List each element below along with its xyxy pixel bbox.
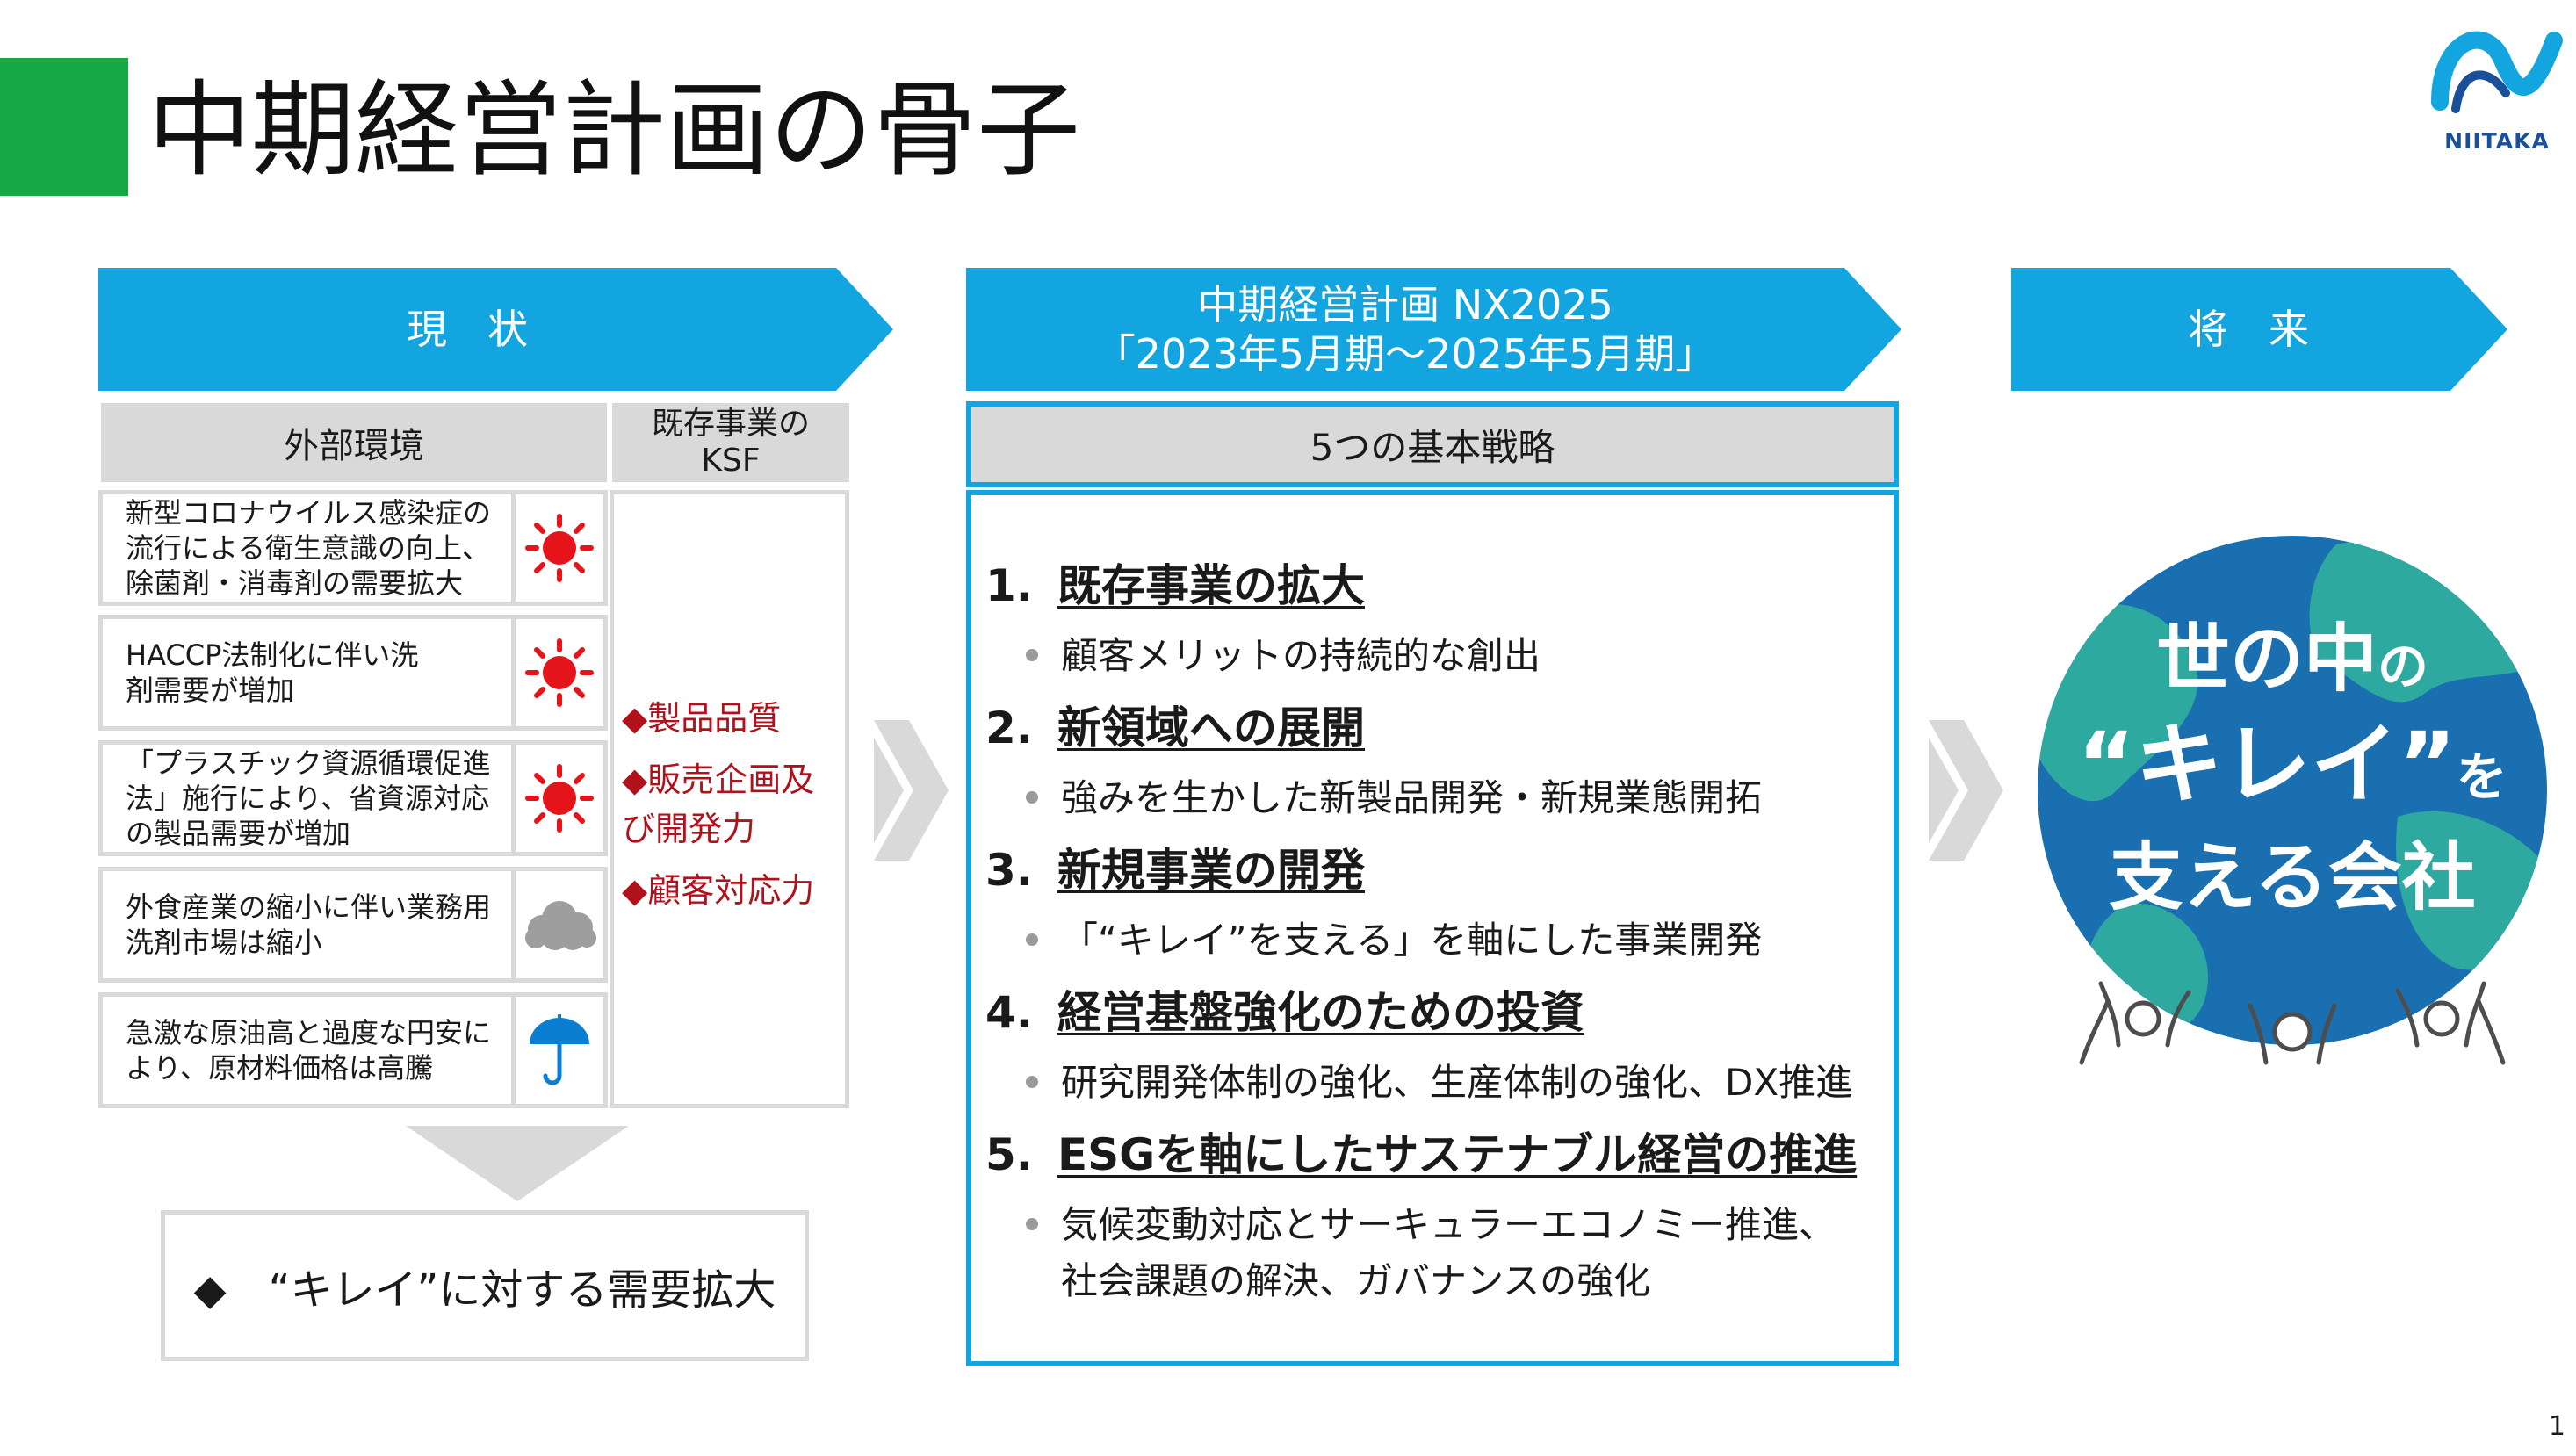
conclusion-text: ◆ “キレイ”に対する需要拡大: [193, 1265, 776, 1315]
strategy-4-title: 4. 経営基盤強化のための投資: [985, 985, 1584, 1040]
strategy-3-sub: 「“キレイ”を支える」を軸にした事業開発: [1026, 917, 1762, 964]
strategy-sub-text: 顧客メリットの持続的な創出: [1061, 634, 1541, 677]
external-row-4: 外食産業の縮小に伴い業務用洗剤市場は縮小: [98, 867, 516, 983]
strategy-title-text: 新領域への展開: [1057, 703, 1365, 753]
globe-line1: 世の中: [2155, 616, 2378, 702]
strategies-header-label: 5つの基本戦略: [1310, 425, 1555, 469]
ksf-item-2: ◆販売企画及び開発力: [622, 760, 815, 848]
strategy-3-title: 3. 新規事業の開発: [985, 843, 1365, 897]
strategy-number: 4.: [985, 987, 1033, 1038]
down-arrow: [406, 1126, 629, 1201]
umbrella-icon: [530, 1014, 589, 1085]
external-row-icon-cell: [511, 992, 608, 1108]
ksf-column: [610, 490, 849, 1108]
external-row-icon-cell: [511, 615, 608, 731]
bullet-icon: [1026, 1075, 1038, 1088]
strategy-title-text: 既存事業の拡大: [1057, 560, 1365, 611]
strategy-5-sub: 気候変動対応とサーキュラーエコノミー推進、: [1026, 1201, 1836, 1249]
page-number: 1: [2548, 1411, 2565, 1442]
external-row-text: 急激な原油高と過度な円安により、原材料価格は高騰: [126, 1016, 492, 1085]
current-banner: 現 状: [98, 268, 893, 391]
ksf-header-line1: 既存事業の: [651, 406, 810, 442]
plan-banner-line1: 中期経営計画 NX2025: [1197, 281, 1613, 328]
ksf-header: 既存事業の KSF: [610, 400, 852, 485]
strategy-5-title: 5. ESGを軸にしたサステナブル経営の推進: [985, 1128, 1857, 1182]
future-banner-label: 将 来: [2188, 306, 2309, 353]
globe-line2-small: を: [2456, 747, 2507, 807]
strategy-sub-text: 気候変動対応とサーキュラーエコノミー推進、: [1061, 1203, 1836, 1246]
sun-icon: [525, 764, 594, 833]
external-row-text: 新型コロナウイルス感染症の流行による衛生意識の向上、除菌剤・消毒剤の需要拡大: [126, 496, 492, 600]
page-title: 中期経営計画の骨子: [148, 69, 1081, 191]
ksf-item-3: ◆顧客対応力: [622, 871, 815, 910]
strategy-sub-text: 「“キレイ”を支える」を軸にした事業開発: [1061, 919, 1763, 962]
future-banner: 将 来: [2011, 268, 2507, 391]
globe-line3: 支える会社: [2109, 834, 2476, 920]
strategy-sub-text: 強みを生かした新製品開発・新規業態開拓: [1061, 776, 1763, 819]
strategy-1-sub: 顧客メリットの持続的な創出: [1026, 632, 1541, 680]
strategy-number: 2.: [985, 703, 1033, 753]
strategy-number: 1.: [985, 560, 1033, 611]
globe-line2: “キレイ”: [2077, 713, 2457, 816]
external-row-3: 「プラスチック資源循環促進法」施行により、省資源対応の製品需要が増加: [98, 740, 516, 856]
strategies-box: [966, 490, 1899, 1366]
external-row-icon-cell: [511, 740, 608, 856]
strategy-title-text: 経営基盤強化のための投資: [1057, 987, 1584, 1038]
plan-banner: 中期経営計画 NX2025 「2023年5月期～2025年5月期」: [966, 268, 1901, 391]
globe-text: 世の中の “キレイ”を 支える会社: [2020, 615, 2565, 923]
right-arrow-2: [1929, 720, 2003, 861]
strategy-1-title: 1. 既存事業の拡大: [985, 559, 1365, 613]
bullet-icon: [1026, 790, 1038, 804]
strategy-sub-text: 研究開発体制の強化、生産体制の強化、DX推進: [1061, 1061, 1853, 1104]
strategy-5-sub-line2: 社会課題の解決、ガバナンスの強化: [1061, 1259, 1651, 1302]
strategy-2-title: 2. 新領域への展開: [985, 701, 1365, 755]
bullet-icon: [1026, 648, 1038, 661]
external-row-text: 外食産業の縮小に伴い業務用洗剤市場は縮小: [126, 890, 492, 959]
conclusion-box: ◆ “キレイ”に対する需要拡大: [161, 1210, 809, 1361]
cloud-icon: [525, 901, 596, 950]
ksf-header-line2: KSF: [701, 443, 761, 479]
strategy-2-sub: 強みを生かした新製品開発・新規業態開拓: [1026, 775, 1762, 822]
ksf-item-1: ◆製品品質: [622, 699, 782, 738]
right-arrow-1: [874, 720, 949, 861]
plan-banner-line2: 「2023年5月期～2025年5月期」: [1094, 330, 1716, 378]
strategy-title-text: ESGを軸にしたサステナブル経営の推進: [1057, 1129, 1858, 1180]
logo-text: NIITAKA: [2444, 128, 2550, 154]
strategy-title-text: 新規事業の開発: [1057, 845, 1365, 896]
strategy-number: 5.: [985, 1129, 1033, 1180]
external-row-1: 新型コロナウイルス感染症の流行による衛生意識の向上、除菌剤・消毒剤の需要拡大: [98, 490, 516, 606]
globe-line1-small: の: [2378, 637, 2429, 696]
strategies-header: 5つの基本戦略: [966, 401, 1899, 487]
strategy-number: 3.: [985, 845, 1033, 896]
external-row-text: HACCP法制化に伴い洗剤需要が増加: [126, 638, 419, 707]
external-row-text: 「プラスチック資源循環促進法」施行により、省資源対応の製品需要が増加: [126, 746, 491, 850]
bullet-icon: [1026, 1217, 1038, 1230]
niitaka-logo: [2431, 31, 2563, 113]
sun-icon: [525, 514, 594, 582]
external-row-icon-cell: [511, 490, 608, 606]
external-row-icon-cell: [511, 867, 608, 983]
external-row-5: 急激な原油高と過度な円安により、原材料価格は高騰: [98, 992, 516, 1108]
sun-icon: [525, 638, 594, 707]
external-header: 外部環境: [98, 400, 610, 485]
current-banner-label: 現 状: [407, 306, 528, 353]
strategy-4-sub: 研究開発体制の強化、生産体制の強化、DX推進: [1026, 1059, 1852, 1106]
title-accent-bar: [0, 58, 128, 196]
bullet-icon: [1026, 933, 1038, 946]
globe-illustration: [2038, 536, 2547, 1065]
external-header-label: 外部環境: [284, 426, 424, 466]
external-row-2: HACCP法制化に伴い洗剤需要が増加: [98, 615, 516, 731]
